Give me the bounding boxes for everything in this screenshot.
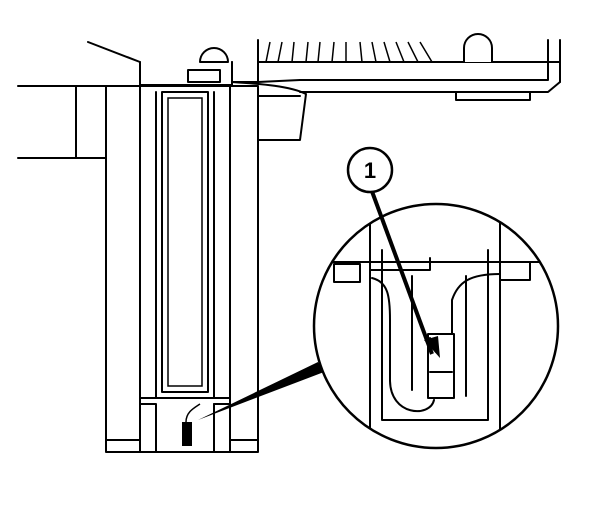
detail-view xyxy=(312,202,560,450)
detail-leader xyxy=(198,362,324,420)
left-duct xyxy=(17,85,141,159)
sensor-module xyxy=(105,85,259,453)
sensor-element-small xyxy=(182,422,192,446)
callout-1-label: 1 xyxy=(364,158,376,183)
callout-1: 1 xyxy=(346,146,440,358)
blower-fins xyxy=(265,41,433,63)
housing-assembly xyxy=(87,33,561,141)
